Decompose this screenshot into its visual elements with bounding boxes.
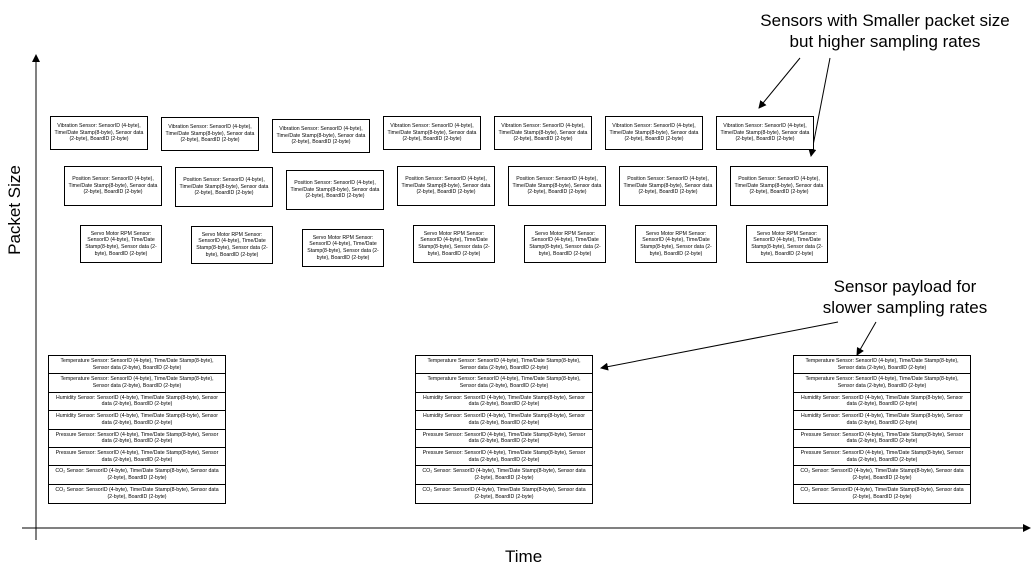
- position-sensor-packet: Position Sensor: SensorID (4-byte), Time…: [508, 166, 606, 206]
- slow-rate-sensor-packet: Humidity Sensor: SensorID (4-byte), Time…: [416, 411, 592, 430]
- vibration-sensor-packet: Vibration Sensor: SensorID (4-byte), Tim…: [161, 117, 259, 151]
- y-axis-label: Packet Size: [5, 165, 24, 255]
- position-sensor-packet: Position Sensor: SensorID (4-byte), Time…: [64, 166, 162, 206]
- slow-rate-sensor-packet: Temperature Sensor: SensorID (4-byte), T…: [49, 374, 225, 393]
- slow-rate-sensor-packet: CO₂ Sensor: SensorID (4-byte), Time/Date…: [794, 466, 970, 485]
- servo-sensor-packet: Servo Motor RPM Sensor: SensorID (4-byte…: [413, 225, 495, 263]
- slow-rate-sensor-packet: CO₂ Sensor: SensorID (4-byte), Time/Date…: [800, 487, 964, 500]
- position-sensor-packet: Position Sensor: SensorID (4-byte), Time…: [286, 170, 384, 210]
- x-axis-label: Time: [505, 547, 543, 566]
- vibration-sensor-packet: Vibration Sensor: SensorID (4-byte), Tim…: [383, 116, 481, 150]
- slow-rate-sensor-packet: CO₂ Sensor: SensorID (4-byte), Time/Date…: [55, 487, 219, 500]
- slow-rate-sensor-packet: CO₂ Sensor: SensorID (4-byte), Time/Date…: [416, 466, 592, 485]
- slow-rate-stack-1: Temperature Sensor: SensorID (4-byte), T…: [48, 355, 226, 505]
- servo-sensor-packet: Servo Motor RPM Sensor: SensorID (4-byte…: [80, 225, 162, 263]
- annotation-arrow-1: [758, 57, 801, 109]
- slow-rate-sensor-packet: Temperature Sensor: SensorID (4-byte), T…: [49, 356, 225, 375]
- position-sensor-packet: Position Sensor: SensorID (4-byte), Time…: [730, 166, 828, 206]
- annotation-arrow-2: [808, 57, 831, 157]
- high-rate-annotation-line-1: Sensors with Smaller packet size: [760, 11, 1010, 30]
- slow-rate-annotation-line-1: Sensor payload for: [833, 277, 977, 296]
- slow-rate-sensor-packet: Pressure Sensor: SensorID (4-byte), Time…: [49, 430, 225, 448]
- slow-rate-sensor-packet: Humidity Sensor: SensorID (4-byte), Time…: [794, 393, 970, 412]
- high-rate-annotation-line-2: but higher sampling rates: [789, 32, 981, 51]
- servo-sensor-packet: Servo Motor RPM Sensor: SensorID (4-byte…: [635, 225, 717, 263]
- vibration-sensor-packet: Vibration Sensor: SensorID (4-byte), Tim…: [605, 116, 703, 150]
- slow-rate-sensor-packet: Pressure Sensor: SensorID (4-byte), Time…: [416, 430, 592, 448]
- slow-rate-sensor-packet: CO₂ Sensor: SensorID (4-byte), Time/Date…: [49, 466, 225, 485]
- high-rate-annotation: Sensors with Smaller packet size but hig…: [740, 10, 1030, 52]
- slow-rate-sensor-packet: Temperature Sensor: SensorID (4-byte), T…: [794, 356, 970, 375]
- slow-rate-sensor-packet: Temperature Sensor: SensorID (4-byte), T…: [794, 374, 970, 393]
- slow-rate-sensor-packet: Pressure Sensor: SensorID (4-byte), Time…: [416, 448, 592, 467]
- slow-rate-sensor-packet: Temperature Sensor: SensorID (4-byte), T…: [416, 374, 592, 393]
- servo-sensor-packet: Servo Motor RPM Sensor: SensorID (4-byte…: [746, 225, 828, 263]
- slow-rate-annotation: Sensor payload for slower sampling rates: [805, 276, 1005, 318]
- vibration-sensor-packet: Vibration Sensor: SensorID (4-byte), Tim…: [272, 119, 370, 153]
- slow-rate-sensor-packet: Pressure Sensor: SensorID (4-byte), Time…: [794, 430, 970, 448]
- slow-rate-sensor-packet: Temperature Sensor: SensorID (4-byte), T…: [416, 356, 592, 375]
- position-sensor-packet: Position Sensor: SensorID (4-byte), Time…: [175, 167, 273, 207]
- annotation-arrow-4: [856, 321, 877, 356]
- annotation-arrow-3: [600, 321, 839, 371]
- slow-rate-annotation-line-2: slower sampling rates: [822, 298, 988, 317]
- position-sensor-packet: Position Sensor: SensorID (4-byte), Time…: [619, 166, 717, 206]
- slow-rate-sensor-packet: CO₂ Sensor: SensorID (4-byte), Time/Date…: [422, 487, 586, 500]
- slow-rate-sensor-packet: Humidity Sensor: SensorID (4-byte), Time…: [49, 411, 225, 430]
- slow-rate-stack-2: Temperature Sensor: SensorID (4-byte), T…: [415, 355, 593, 505]
- slow-rate-sensor-packet: Pressure Sensor: SensorID (4-byte), Time…: [49, 448, 225, 467]
- vibration-sensor-packet: Vibration Sensor: SensorID (4-byte), Tim…: [494, 116, 592, 150]
- slow-rate-sensor-packet: Humidity Sensor: SensorID (4-byte), Time…: [49, 393, 225, 412]
- servo-sensor-packet: Servo Motor RPM Sensor: SensorID (4-byte…: [524, 225, 606, 263]
- vibration-sensor-packet: Vibration Sensor: SensorID (4-byte), Tim…: [50, 116, 148, 150]
- slow-rate-sensor-packet: Humidity Sensor: SensorID (4-byte), Time…: [416, 393, 592, 412]
- slow-rate-sensor-packet: Pressure Sensor: SensorID (4-byte), Time…: [794, 448, 970, 467]
- position-sensor-packet: Position Sensor: SensorID (4-byte), Time…: [397, 166, 495, 206]
- slow-rate-stack-3: Temperature Sensor: SensorID (4-byte), T…: [793, 355, 971, 505]
- vibration-sensor-packet: Vibration Sensor: SensorID (4-byte), Tim…: [716, 116, 814, 150]
- servo-sensor-packet: Servo Motor RPM Sensor: SensorID (4-byte…: [302, 229, 384, 267]
- servo-sensor-packet: Servo Motor RPM Sensor: SensorID (4-byte…: [191, 226, 273, 264]
- slow-rate-sensor-packet: Humidity Sensor: SensorID (4-byte), Time…: [794, 411, 970, 430]
